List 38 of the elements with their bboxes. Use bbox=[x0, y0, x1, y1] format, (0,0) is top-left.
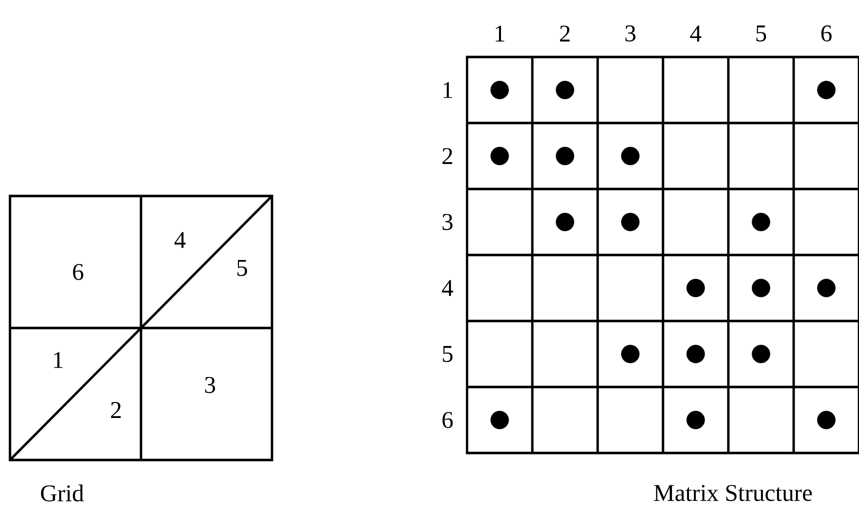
point bbox=[752, 212, 770, 232]
point bbox=[490, 80, 509, 100]
region-number: 2 bbox=[111, 402, 121, 418]
y-tick-label: 1 bbox=[444, 82, 452, 98]
point bbox=[686, 278, 705, 298]
y-tick-label: 6 bbox=[442, 412, 453, 428]
point bbox=[621, 212, 640, 232]
point bbox=[817, 278, 836, 298]
y-tick-label: 2 bbox=[442, 148, 452, 164]
region-number: 5 bbox=[237, 260, 248, 276]
x-tick-label: 2 bbox=[560, 26, 570, 42]
y-tick-label: 4 bbox=[442, 280, 454, 296]
x-tick-label: 4 bbox=[690, 26, 702, 42]
point bbox=[621, 344, 640, 364]
point bbox=[556, 80, 574, 100]
point bbox=[817, 410, 836, 430]
point bbox=[817, 80, 836, 100]
region-number: 4 bbox=[174, 232, 186, 248]
point bbox=[621, 146, 640, 166]
point bbox=[490, 146, 509, 166]
region-number: 6 bbox=[73, 264, 84, 280]
point bbox=[752, 344, 770, 364]
x-tick-label: 6 bbox=[821, 25, 832, 42]
text: Matrix Structure bbox=[654, 484, 812, 502]
region-number: 1 bbox=[54, 352, 63, 368]
x-tick-label: 3 bbox=[625, 25, 636, 42]
y-tick-label: 5 bbox=[442, 346, 453, 362]
point bbox=[490, 410, 509, 430]
point bbox=[556, 212, 574, 232]
point bbox=[686, 410, 705, 430]
region-number: 3 bbox=[205, 376, 216, 394]
x-tick-label: 1 bbox=[496, 26, 504, 42]
point bbox=[686, 344, 705, 364]
point bbox=[752, 278, 770, 298]
point bbox=[556, 146, 574, 166]
grid-caption: Grid bbox=[41, 484, 84, 502]
x-tick-label: 5 bbox=[756, 26, 766, 42]
y-tick-label: 3 bbox=[442, 214, 453, 230]
